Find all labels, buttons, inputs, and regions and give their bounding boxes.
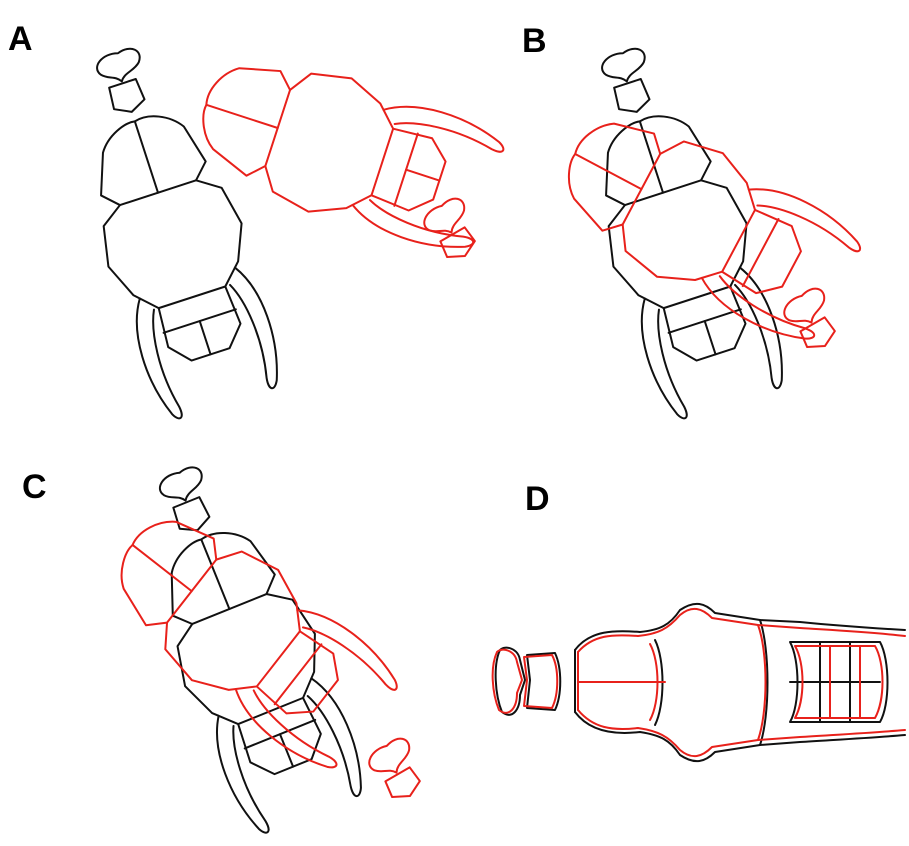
panel-b-aligned-snout <box>780 285 847 356</box>
panel-a-diagram <box>46 32 510 425</box>
panel-b-diagram <box>542 32 870 425</box>
panel-c-reference-skull <box>110 447 378 840</box>
panel-d-diagram <box>493 604 905 761</box>
panel-c-aligned-skull <box>89 489 409 782</box>
panel-a-aligned-snout <box>420 195 487 266</box>
panel-b-aligned-skull <box>542 92 870 355</box>
panel-b-reference-skull <box>551 32 798 425</box>
panel-c-aligned-snout <box>365 735 432 806</box>
panel-a-reference-skull <box>46 32 293 425</box>
panel-c-diagram <box>89 447 432 840</box>
